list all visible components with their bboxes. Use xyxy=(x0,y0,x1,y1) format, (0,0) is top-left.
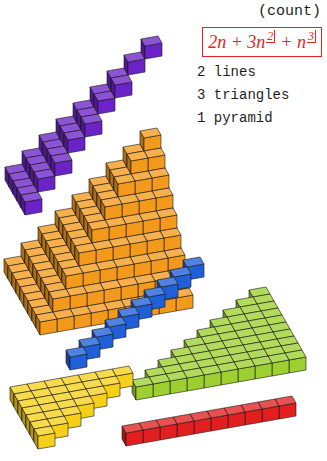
blue-line xyxy=(66,257,204,370)
cube-face xyxy=(111,75,132,85)
falling-power: 3 xyxy=(307,30,316,43)
cube-face xyxy=(118,307,139,317)
cube-face xyxy=(141,36,162,46)
formula-box: 2n + 3n2 + n3 xyxy=(202,27,322,57)
cube-face xyxy=(88,220,109,230)
cube-face xyxy=(49,289,70,299)
cube-face xyxy=(105,317,126,327)
count-label: 3 triangles xyxy=(197,87,289,104)
cube-face xyxy=(127,151,148,161)
cube-face xyxy=(170,267,191,277)
purple-triangle xyxy=(5,36,162,215)
pyramid xyxy=(4,128,193,335)
cube-face xyxy=(51,153,72,163)
formula-text: 2n + 3n xyxy=(208,32,265,52)
cube-face xyxy=(114,174,135,184)
cube-face xyxy=(122,423,143,433)
count-label: 2 lines xyxy=(197,64,256,81)
cube-face xyxy=(144,287,165,297)
cube-face xyxy=(131,297,152,307)
heading-note: (count) xyxy=(258,3,321,21)
yellow-triangle xyxy=(10,366,133,449)
cube-face xyxy=(62,266,83,276)
cube-face xyxy=(140,128,161,138)
cube-face xyxy=(75,243,96,253)
cube-face xyxy=(36,312,57,322)
formula-text: + n xyxy=(280,32,306,52)
red-line xyxy=(122,396,296,446)
green-triangle xyxy=(132,287,306,400)
cube-face xyxy=(183,257,204,267)
cube-face xyxy=(81,114,102,124)
cube-face xyxy=(92,327,113,337)
cube-face xyxy=(66,347,87,357)
count-label: 1 pyramid xyxy=(197,110,273,127)
cube-face xyxy=(132,377,153,387)
cube-face xyxy=(157,277,178,287)
cube-face xyxy=(101,197,122,207)
cube-face xyxy=(21,192,42,202)
falling-power: 2 xyxy=(266,30,275,43)
cube-face xyxy=(34,426,55,436)
cube-face xyxy=(79,337,100,347)
